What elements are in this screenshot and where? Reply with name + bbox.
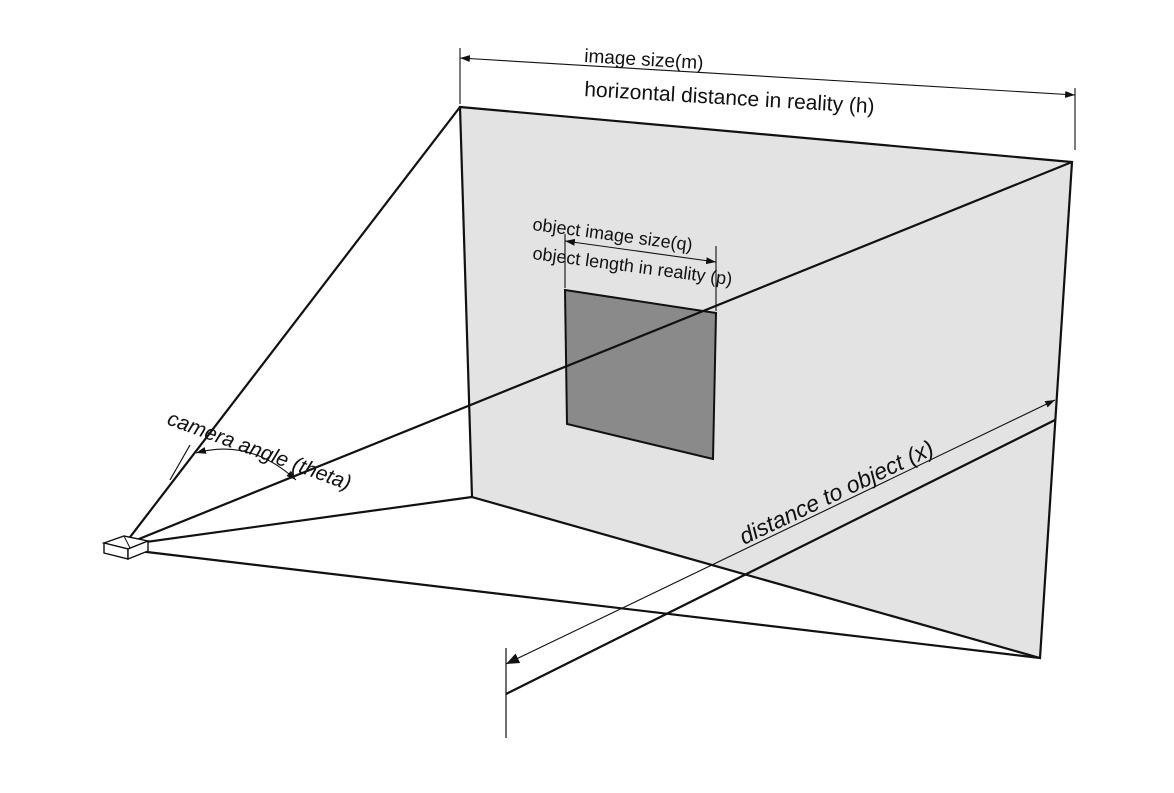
camera-icon: [101, 535, 151, 561]
camera-angle-tick: [169, 444, 191, 481]
image-plane: [458, 105, 1074, 660]
distance-dimension-arrow: [505, 399, 1056, 665]
camera-to-object-ray: [123, 160, 1073, 547]
image-size-dimension-arrow: [459, 55, 1076, 98]
horizontal-distance-label: horizontal distance in reality (h): [584, 78, 875, 118]
frustum-line-top-left: [123, 106, 461, 546]
image-size-label: image size(m): [584, 46, 704, 74]
object-size-dimension-arrow: [564, 238, 717, 265]
camera-angle-arc: [195, 447, 297, 481]
camera-angle-label: camera angle (theta): [164, 407, 354, 495]
frustum-line-bottom-left: [123, 495, 473, 547]
